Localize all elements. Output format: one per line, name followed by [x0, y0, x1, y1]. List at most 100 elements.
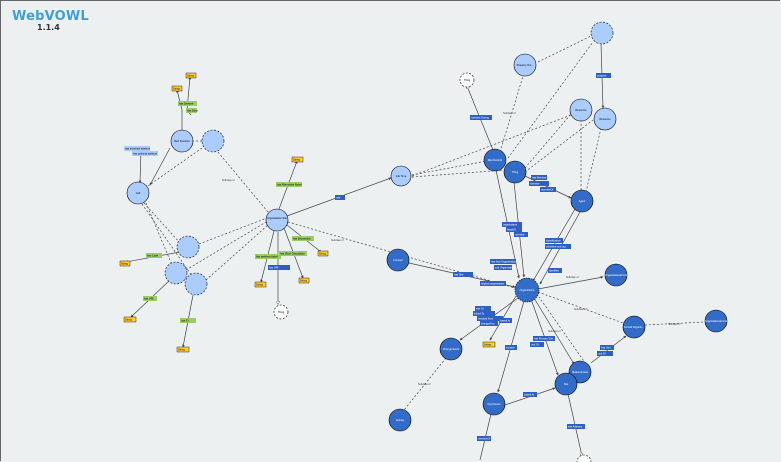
thing-node[interactable]	[273, 304, 289, 320]
annotation-label[interactable]	[132, 151, 158, 156]
class-node[interactable]	[593, 107, 617, 131]
object-property-label[interactable]	[596, 73, 611, 78]
subclass-label: Subclass of	[222, 179, 235, 182]
datatype-property-label[interactable]	[276, 182, 302, 187]
class-node-external[interactable]	[176, 235, 200, 259]
nodes[interactable]: Red Function Cell Organisation Site Thin…	[126, 21, 728, 462]
object-property-label[interactable]	[531, 175, 547, 180]
object-property-label[interactable]	[530, 342, 544, 347]
datatype-property-label[interactable]	[279, 251, 307, 256]
class-node[interactable]	[570, 189, 594, 213]
object-property-text: headOf	[507, 228, 516, 232]
datatype-property-label[interactable]	[146, 253, 162, 258]
datatype-label[interactable]	[176, 346, 190, 353]
datatype-label[interactable]	[482, 341, 496, 348]
class-node[interactable]	[482, 392, 506, 416]
class-node[interactable]	[390, 165, 412, 187]
object-property-label[interactable]	[335, 195, 345, 200]
edge	[537, 291, 624, 324]
object-property-label[interactable]	[523, 392, 537, 397]
object-property-label[interactable]	[470, 115, 492, 120]
class-node-external[interactable]	[590, 21, 614, 45]
object-property-label[interactable]	[545, 238, 563, 243]
object-property-label[interactable]	[514, 232, 528, 237]
class-node[interactable]	[569, 98, 593, 122]
datatype-property-label[interactable]	[143, 296, 157, 301]
object-property-label[interactable]	[268, 265, 290, 270]
class-node-label: Thing	[512, 170, 519, 174]
object-property-label[interactable]	[529, 181, 549, 186]
datatype-label[interactable]	[254, 281, 267, 288]
object-property-label[interactable]	[506, 227, 522, 232]
datatype-property-text: has preferred label	[256, 255, 278, 259]
class-node[interactable]	[483, 148, 507, 172]
object-property-label[interactable]	[533, 336, 555, 341]
class-node[interactable]	[265, 208, 289, 232]
class-node[interactable]	[622, 315, 646, 339]
datatype-property-label[interactable]	[292, 236, 314, 241]
datatype-label[interactable]	[298, 277, 310, 284]
object-property-label[interactable]	[453, 272, 473, 277]
object-property-text: role	[336, 196, 341, 200]
object-property-label[interactable]	[548, 268, 562, 273]
class-node[interactable]	[388, 408, 412, 432]
datatype-label[interactable]	[123, 316, 137, 323]
datatype-label[interactable]	[317, 250, 329, 257]
datatype-label[interactable]	[185, 72, 197, 79]
class-node-label: Measurement	[572, 370, 588, 374]
class-node-external[interactable]	[164, 261, 188, 285]
object-property-label[interactable]	[490, 259, 516, 264]
datatype-property-label[interactable]	[255, 254, 281, 259]
class-node[interactable]	[439, 337, 463, 361]
datatype-property-label[interactable]	[186, 108, 197, 113]
object-property-text: identifier	[549, 269, 559, 273]
object-property-label[interactable]	[597, 351, 613, 356]
object-property-label[interactable]	[540, 187, 556, 192]
class-node[interactable]	[604, 263, 628, 287]
object-property-label[interactable]	[473, 311, 495, 316]
edges	[125, 35, 705, 461]
class-node[interactable]	[503, 160, 527, 184]
thing-node[interactable]	[459, 72, 475, 88]
class-node-label: Red Function	[174, 139, 190, 143]
class-node-hub[interactable]	[514, 277, 540, 303]
object-property-label[interactable]	[475, 306, 491, 311]
object-property-text: unit Of	[531, 343, 539, 347]
class-node-label: Organisation Site	[267, 216, 287, 220]
datatype-label[interactable]	[119, 260, 131, 267]
class-node-external[interactable]	[201, 129, 225, 153]
class-node[interactable]	[126, 181, 150, 205]
object-property-label[interactable]	[477, 436, 491, 441]
object-property-label[interactable]	[505, 345, 517, 350]
datatype-property-label[interactable]	[178, 101, 197, 106]
datatype-label-text: String	[178, 348, 185, 352]
datatype-label[interactable]	[171, 85, 183, 92]
object-property-label[interactable]	[499, 318, 512, 323]
class-node[interactable]	[170, 129, 194, 153]
object-property-label[interactable]	[480, 321, 498, 326]
object-property-label[interactable]	[600, 345, 614, 350]
thing-node[interactable]	[576, 454, 592, 462]
object-property-label[interactable]	[545, 244, 571, 249]
datatype-property-label[interactable]	[180, 318, 196, 323]
annotation-label[interactable]	[124, 146, 150, 151]
object-property-label[interactable]	[567, 424, 585, 429]
object-property-label[interactable]	[477, 316, 503, 321]
class-node[interactable]	[704, 309, 728, 333]
object-property-label[interactable]	[502, 222, 522, 227]
datatype-label-text: String	[125, 318, 132, 322]
datatype-label[interactable]	[291, 156, 304, 163]
class-node-label: Concept	[393, 258, 403, 262]
object-property-label[interactable]	[480, 281, 506, 286]
class-node-external[interactable]	[184, 272, 208, 296]
edge	[537, 276, 604, 290]
class-node[interactable]	[554, 372, 578, 396]
class-node[interactable]	[513, 53, 537, 77]
datatype-label-text: String	[256, 283, 263, 287]
object-property-label[interactable]	[494, 265, 512, 270]
datatype-label-text: String	[319, 252, 326, 256]
class-node[interactable]	[386, 248, 410, 272]
edge	[205, 224, 269, 281]
app-title: WebVOWL	[12, 9, 89, 24]
